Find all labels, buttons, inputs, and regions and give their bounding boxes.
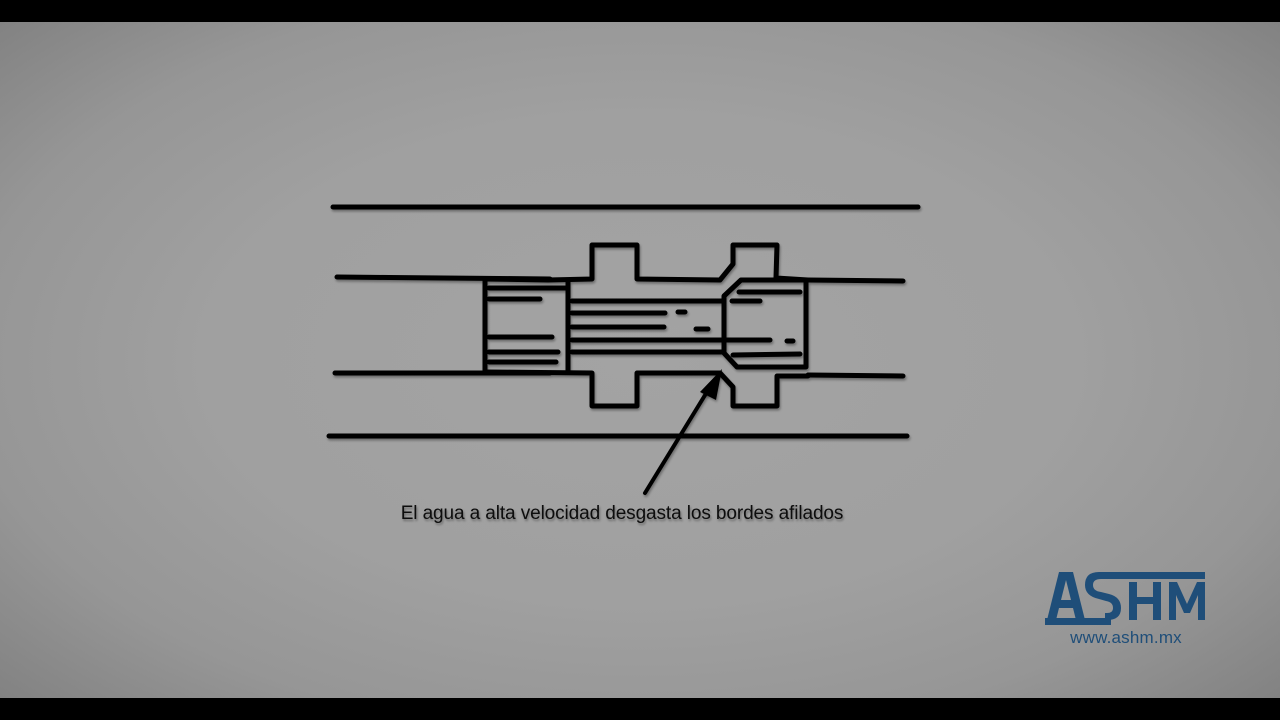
letterbox-bottom <box>0 698 1280 720</box>
diagram-caption: El agua a alta velocidad desgasta los bo… <box>400 503 844 524</box>
arrow-head <box>700 369 722 400</box>
logo-url: www.ashm.mx <box>1070 628 1182 647</box>
video-frame <box>0 22 1280 698</box>
inner-wall-bottom-right <box>805 372 906 379</box>
letterbox-top <box>0 0 1280 22</box>
coupling-bottom <box>482 369 811 409</box>
ashm-logo <box>1045 572 1205 625</box>
coupling-top <box>482 242 811 283</box>
arrow-shaft <box>643 385 712 495</box>
right-pipe-end <box>721 277 809 370</box>
inner-wall-top-right <box>805 277 906 284</box>
